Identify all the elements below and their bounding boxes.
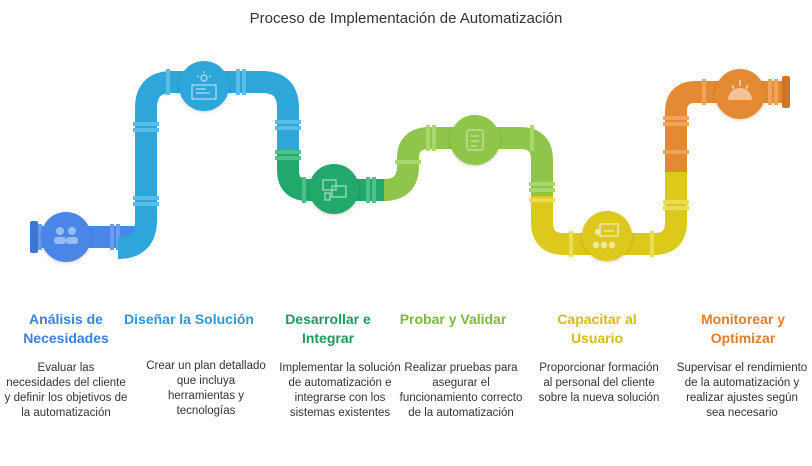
checklist-icon: [466, 129, 484, 151]
step-description-train: Proporcionar formación al personal del c…: [538, 362, 660, 404]
devices-icon: [322, 179, 347, 201]
step-title-develop: Desarrollar e Integrar: [285, 311, 371, 346]
step-title-train: Capacitar al Usuario: [557, 311, 637, 346]
blueprint-icon: [191, 71, 217, 100]
step-description-develop: Implementar la solución de automatizació…: [279, 362, 401, 419]
pipe-segment-monitor: [663, 76, 790, 172]
step-title-monitor: Monitorear y Optimizar: [700, 311, 785, 346]
training-icon: [592, 223, 619, 249]
step-description-analysis: Evaluar las necesidades del cliente y de…: [4, 362, 128, 419]
step-description-design: Crear un plan detallado que incluya herr…: [146, 360, 266, 417]
step-node-develop: [309, 164, 359, 214]
diagram-title: Proceso de Implementación de Automatizac…: [249, 10, 563, 27]
gauge-icon: [728, 80, 752, 100]
step-title-design: Diseñar la Solución: [124, 311, 254, 327]
step-description-test: Realizar pruebas para asegurar el funcio…: [399, 362, 523, 419]
people-icon: [54, 227, 78, 244]
step-node-design: [179, 61, 229, 111]
pipe-segment-test: [383, 125, 555, 201]
step-description-monitor: Supervisar el rendimiento de la automati…: [676, 362, 808, 419]
step-title-analysis: Análisis de Necesidades: [23, 311, 109, 346]
pipe-segment-design: [117, 69, 301, 259]
step-node-analysis: [41, 212, 91, 262]
step-node-test: [450, 115, 500, 165]
step-title-test: Probar y Validar: [399, 311, 507, 327]
pipe-segment-develop: [275, 150, 388, 203]
